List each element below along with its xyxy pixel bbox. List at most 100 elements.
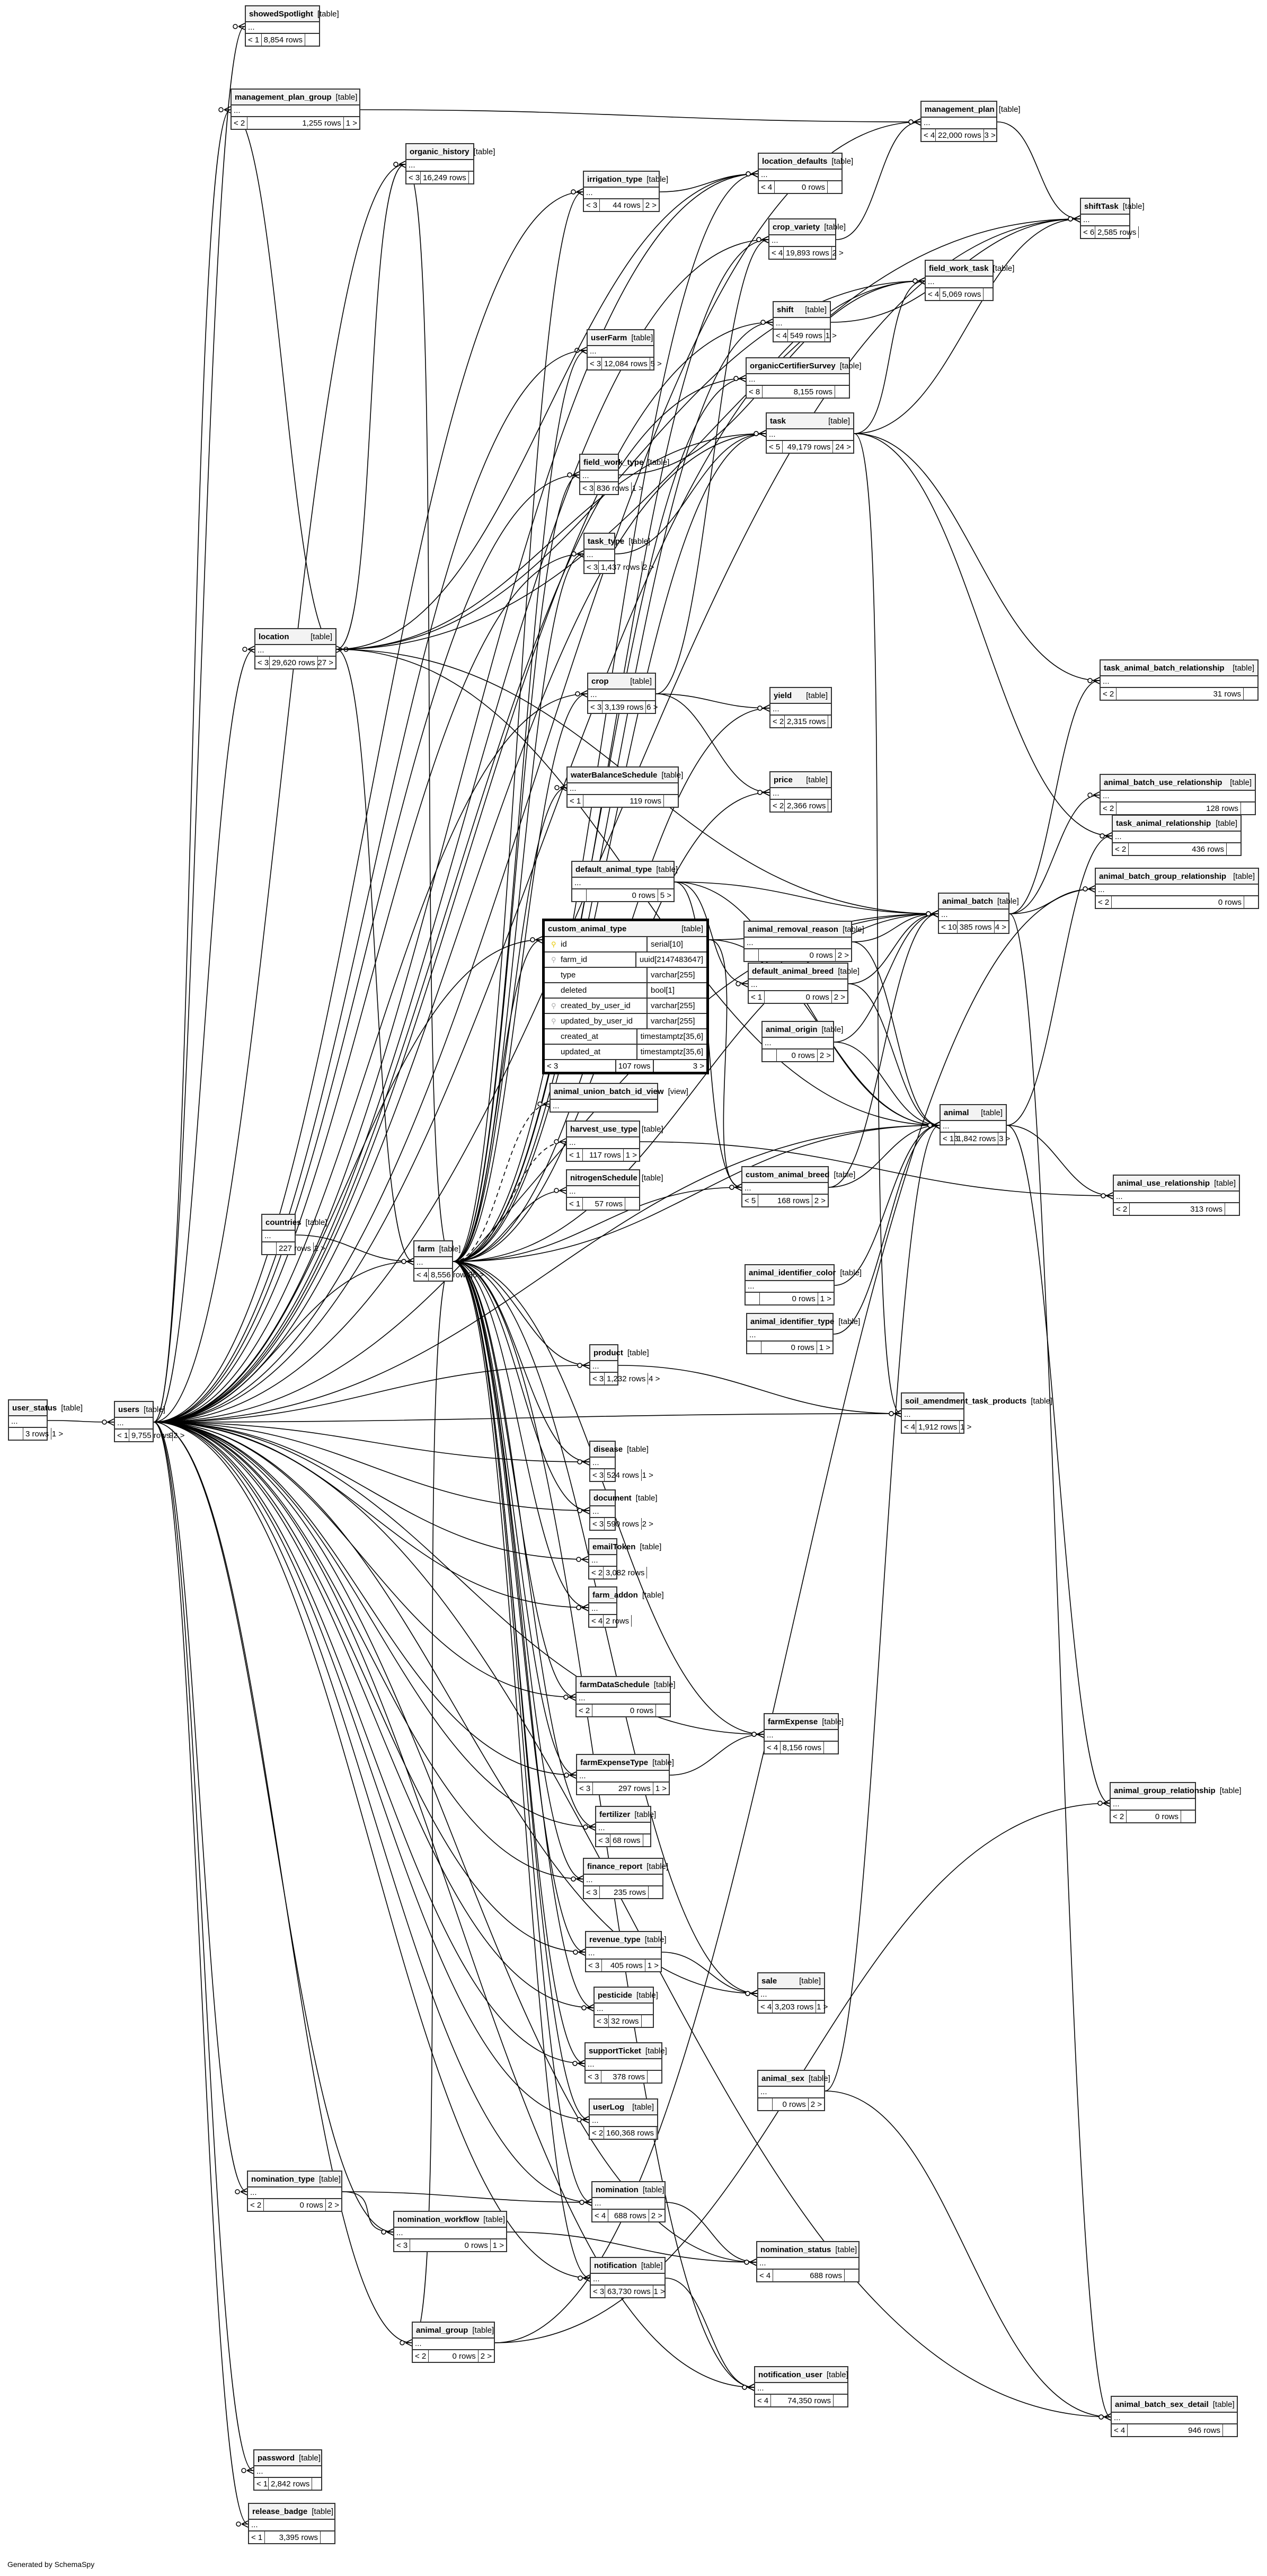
table-name[interactable]: task_animal_relationship — [1116, 818, 1211, 828]
table-name[interactable]: pesticide — [598, 1990, 633, 2000]
child-count[interactable] — [625, 1198, 639, 1210]
parent-count[interactable]: < 2 — [770, 716, 785, 727]
table-name[interactable]: crop_variety — [773, 222, 820, 232]
parent-count[interactable]: < 2 — [577, 1705, 593, 1716]
parent-count[interactable] — [262, 1242, 277, 1254]
table-name[interactable]: release_badge — [252, 2507, 308, 2516]
parent-count[interactable]: < 1 — [567, 1198, 583, 1210]
table-name[interactable]: shiftTask — [1084, 201, 1119, 211]
child-count[interactable]: 4 > — [995, 922, 1006, 932]
parent-count[interactable]: < 3 — [590, 1469, 605, 1481]
child-count[interactable]: 1 > — [655, 1784, 667, 1793]
table-name[interactable]: user_status — [12, 1403, 57, 1413]
parent-count[interactable] — [758, 2098, 773, 2110]
child-count[interactable] — [305, 34, 319, 46]
table-header[interactable]: userFarm[table] — [588, 330, 653, 346]
table-name[interactable]: default_animal_breed — [752, 966, 834, 976]
parent-count[interactable]: < 3 — [255, 657, 270, 668]
table-header[interactable]: userLog[table] — [590, 2099, 657, 2115]
child-count[interactable] — [845, 2270, 858, 2281]
table-header[interactable]: users[table] — [115, 1402, 165, 1418]
table-header[interactable]: animal_batch_use_relationship[table] — [1101, 775, 1255, 791]
table-name[interactable]: farmDataSchedule — [580, 1680, 650, 1689]
table-header[interactable]: animal_group_relationship[table] — [1111, 1783, 1242, 1799]
table-header[interactable]: location_defaults[table] — [759, 154, 853, 170]
table-header[interactable]: farm[table] — [414, 1241, 460, 1257]
parent-count[interactable]: < 3 — [586, 2071, 602, 2083]
table-header[interactable]: disease[table] — [590, 1442, 649, 1458]
table-name[interactable]: countries — [265, 1218, 302, 1227]
table-header[interactable]: yield[table] — [770, 688, 831, 704]
parent-count[interactable]: < 4 — [414, 1269, 429, 1281]
table-header[interactable]: fertilizer[table] — [596, 1807, 656, 1823]
table-name[interactable]: management_plan — [925, 104, 995, 114]
parent-count[interactable]: < 4 — [592, 2210, 609, 2221]
table-header[interactable]: product[table] — [590, 1345, 649, 1361]
table-header[interactable]: showedSpotlight[table] — [246, 6, 339, 22]
table-header[interactable]: animal_removal_reason[table] — [745, 922, 864, 938]
child-count[interactable] — [828, 716, 842, 727]
table-header[interactable]: shiftTask[table] — [1081, 199, 1145, 215]
table-name[interactable]: password — [258, 2453, 295, 2463]
table-name[interactable]: irrigation_type — [587, 174, 643, 184]
child-count[interactable]: 2 > — [642, 1519, 653, 1529]
table-header[interactable]: field_work_task[table] — [926, 261, 1014, 277]
table-header[interactable]: task_animal_relationship[table] — [1113, 816, 1241, 832]
child-count[interactable]: 24 > — [835, 442, 851, 452]
table-header[interactable]: shift[table] — [774, 302, 830, 318]
child-count[interactable] — [834, 2395, 847, 2406]
parent-count[interactable]: < 1 — [254, 2478, 269, 2490]
table-name[interactable]: yield — [774, 691, 792, 700]
child-count[interactable] — [1244, 896, 1258, 908]
table-header[interactable]: finance_report[table] — [584, 1859, 668, 1875]
table-header[interactable]: release_badge[table] — [249, 2504, 334, 2520]
table-name[interactable]: default_animal_type — [575, 864, 652, 874]
parent-count[interactable]: < 4 — [755, 2395, 772, 2406]
parent-count[interactable] — [745, 949, 759, 961]
table-name[interactable]: crop — [591, 676, 609, 686]
table-name[interactable]: nomination_status — [760, 2245, 831, 2254]
child-count[interactable] — [1223, 2424, 1237, 2436]
table-header[interactable]: field_work_type[table] — [580, 455, 669, 471]
table-header[interactable]: harvest_use_type[table] — [567, 1122, 663, 1137]
child-count[interactable]: 27 > — [317, 658, 333, 667]
parent-count[interactable]: < 3 — [586, 1960, 603, 1971]
table-header[interactable]: animal_origin[table] — [763, 1022, 843, 1038]
table-name[interactable]: animal_use_relationship — [1117, 1178, 1210, 1188]
parent-count[interactable]: < 2 — [1114, 1203, 1130, 1215]
table-header[interactable]: crop_variety[table] — [769, 219, 846, 235]
table-header[interactable]: notification_user[table] — [755, 2367, 848, 2383]
child-count[interactable] — [312, 2478, 326, 2490]
child-count[interactable]: 1 > — [632, 483, 643, 493]
parent-count[interactable]: < 2 — [1111, 1811, 1127, 1822]
table-header[interactable]: supportTicket[table] — [586, 2043, 667, 2059]
child-count[interactable]: 92 > — [169, 1431, 185, 1440]
